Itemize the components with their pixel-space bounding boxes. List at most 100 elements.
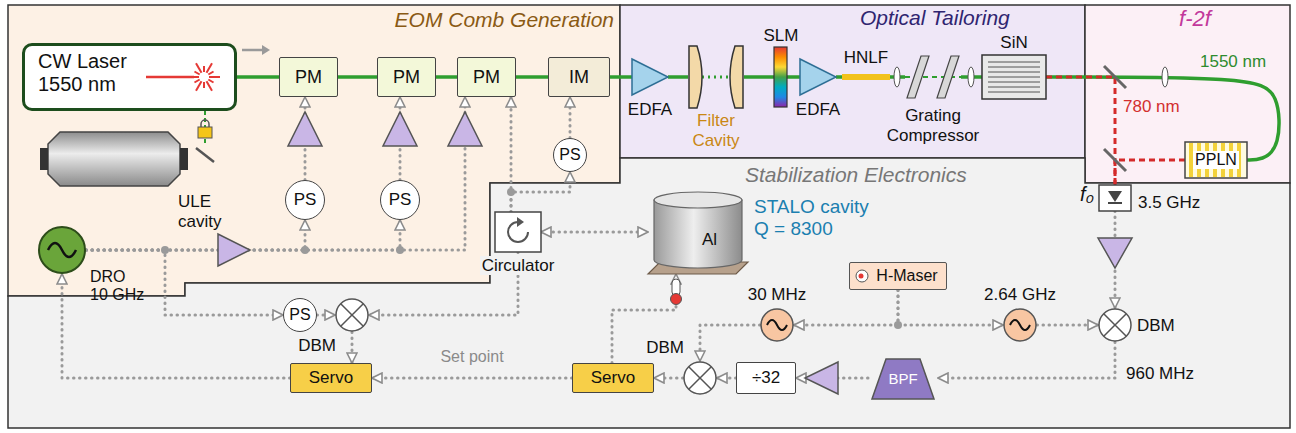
label-holder: Filter Cavity — [685, 111, 747, 150]
label-holder: DBM — [294, 336, 336, 356]
crystal-body — [1185, 142, 1247, 178]
label-holder: EDFA — [788, 100, 848, 120]
region-title: EOM Comb Generation — [395, 8, 614, 31]
mixer-outline — [1099, 309, 1131, 341]
node-label: EDFA — [796, 100, 840, 119]
mixer-circle: DBM — [683, 361, 717, 395]
shape-outline — [40, 128, 188, 190]
grating-plate — [937, 56, 959, 98]
diode-bar — [1108, 202, 1122, 204]
label-holder: ULE cavity — [178, 192, 232, 231]
signal-connector — [338, 75, 377, 79]
oscillator-outline — [39, 227, 85, 273]
cavity-mirror — [40, 148, 48, 170]
label-holder: 2.64 GHz — [980, 285, 1060, 305]
shape-outline — [774, 47, 787, 107]
node-label: CW Laser 1550 nm — [38, 50, 127, 95]
region-title: Optical Tailoring — [860, 6, 1010, 29]
node-label: 3.5 GHz — [1138, 193, 1200, 212]
junction-dot — [396, 246, 404, 254]
node-label: Grating Compressor — [887, 106, 980, 145]
laser-ray — [208, 80, 213, 83]
amplifier-outline — [632, 59, 668, 95]
waveguide — [988, 92, 1040, 93]
signal-connector — [516, 75, 548, 79]
ule-cavity: ULE cavity — [40, 128, 188, 190]
region-panel: Optical TailoringEDFAFilter CavitySLMEDF… — [620, 5, 1085, 158]
region-title: Stabilization Electronics — [745, 163, 967, 186]
cavity-mirror — [730, 46, 743, 108]
node-label: SLM — [764, 26, 799, 45]
fiber-segment: HNLF — [842, 73, 890, 81]
node-label: DBM — [646, 338, 684, 357]
node-label: Servo — [309, 368, 353, 388]
junction-dot — [894, 321, 902, 329]
laser-ray — [209, 76, 220, 78]
laser-beam — [146, 76, 194, 79]
amplifier-outline — [800, 59, 836, 95]
cavity-mirror — [689, 46, 702, 108]
junction-dot — [301, 246, 309, 254]
laser-ray — [203, 66, 205, 72]
waveguide — [988, 87, 1040, 88]
cavity-light — [702, 76, 730, 79]
component-box: IM — [548, 57, 610, 97]
node-label: PM — [473, 67, 500, 88]
fiber-body — [842, 74, 890, 80]
lens — [1162, 67, 1168, 87]
laser-box: CW Laser 1550 nm — [22, 43, 237, 111]
cavity-top — [654, 192, 742, 208]
label-holder: DBM — [1137, 316, 1187, 336]
node-label: IM — [569, 67, 589, 88]
label-holder: f₀ — [1064, 183, 1094, 206]
junction-dot — [161, 246, 169, 254]
label-holder: EDFA — [620, 100, 680, 120]
laser-ray — [207, 81, 213, 91]
label-holder: 3.5 GHz — [1138, 193, 1210, 213]
filter-outline — [872, 359, 934, 399]
node-label: DBM — [298, 336, 336, 355]
phase-shifter-circle: PS — [380, 180, 420, 220]
label-holder: DBM — [638, 338, 684, 358]
sine-symbol — [48, 243, 76, 257]
node-label: Al — [702, 230, 717, 249]
laser-ray — [207, 63, 213, 73]
wavelength-label: 960 MHz — [1126, 364, 1194, 383]
region-outline — [620, 5, 1085, 158]
node-label: PS — [389, 190, 412, 210]
node-label: SiN — [1000, 33, 1027, 52]
label-holder: CW Laser 1550 nm — [38, 50, 138, 96]
node-label: ULE cavity — [178, 192, 221, 231]
laser-ray — [196, 81, 202, 91]
component-box: ÷32 — [736, 362, 796, 394]
signal-connector — [237, 75, 279, 79]
maser-icon — [856, 270, 868, 282]
signal-connector — [668, 75, 688, 79]
label-holder: 1550 nm — [1200, 52, 1270, 72]
maser-dot — [858, 273, 863, 278]
mixer-outline — [684, 362, 716, 394]
cavity-body — [48, 132, 180, 186]
laser-ray — [203, 82, 205, 88]
node-label: DBM — [1137, 316, 1175, 335]
node-label: HNLF — [844, 48, 888, 67]
node-label: PM — [295, 67, 322, 88]
padlock-body — [198, 127, 212, 138]
component-box: Servo — [290, 363, 372, 393]
label-holder: Grating Compressor — [880, 106, 986, 145]
wavelength-label: 780 nm — [1123, 97, 1180, 116]
diode-symbol — [1108, 191, 1122, 202]
circulator-box: Circulator — [495, 212, 541, 252]
mixer-cross — [689, 367, 712, 390]
mixer-cross — [1104, 314, 1127, 337]
node-label: Circulator — [480, 256, 557, 275]
ppln-crystal: PPLN — [1185, 142, 1247, 178]
shape-outline — [905, 52, 961, 102]
region-outline — [8, 158, 1290, 428]
node-label: PS — [559, 146, 580, 164]
oscillator-outline — [761, 309, 793, 341]
shape-outline — [1099, 185, 1131, 211]
cavity-mirror — [180, 148, 188, 170]
grating-plate — [907, 56, 929, 98]
node-label: PS — [294, 190, 317, 210]
